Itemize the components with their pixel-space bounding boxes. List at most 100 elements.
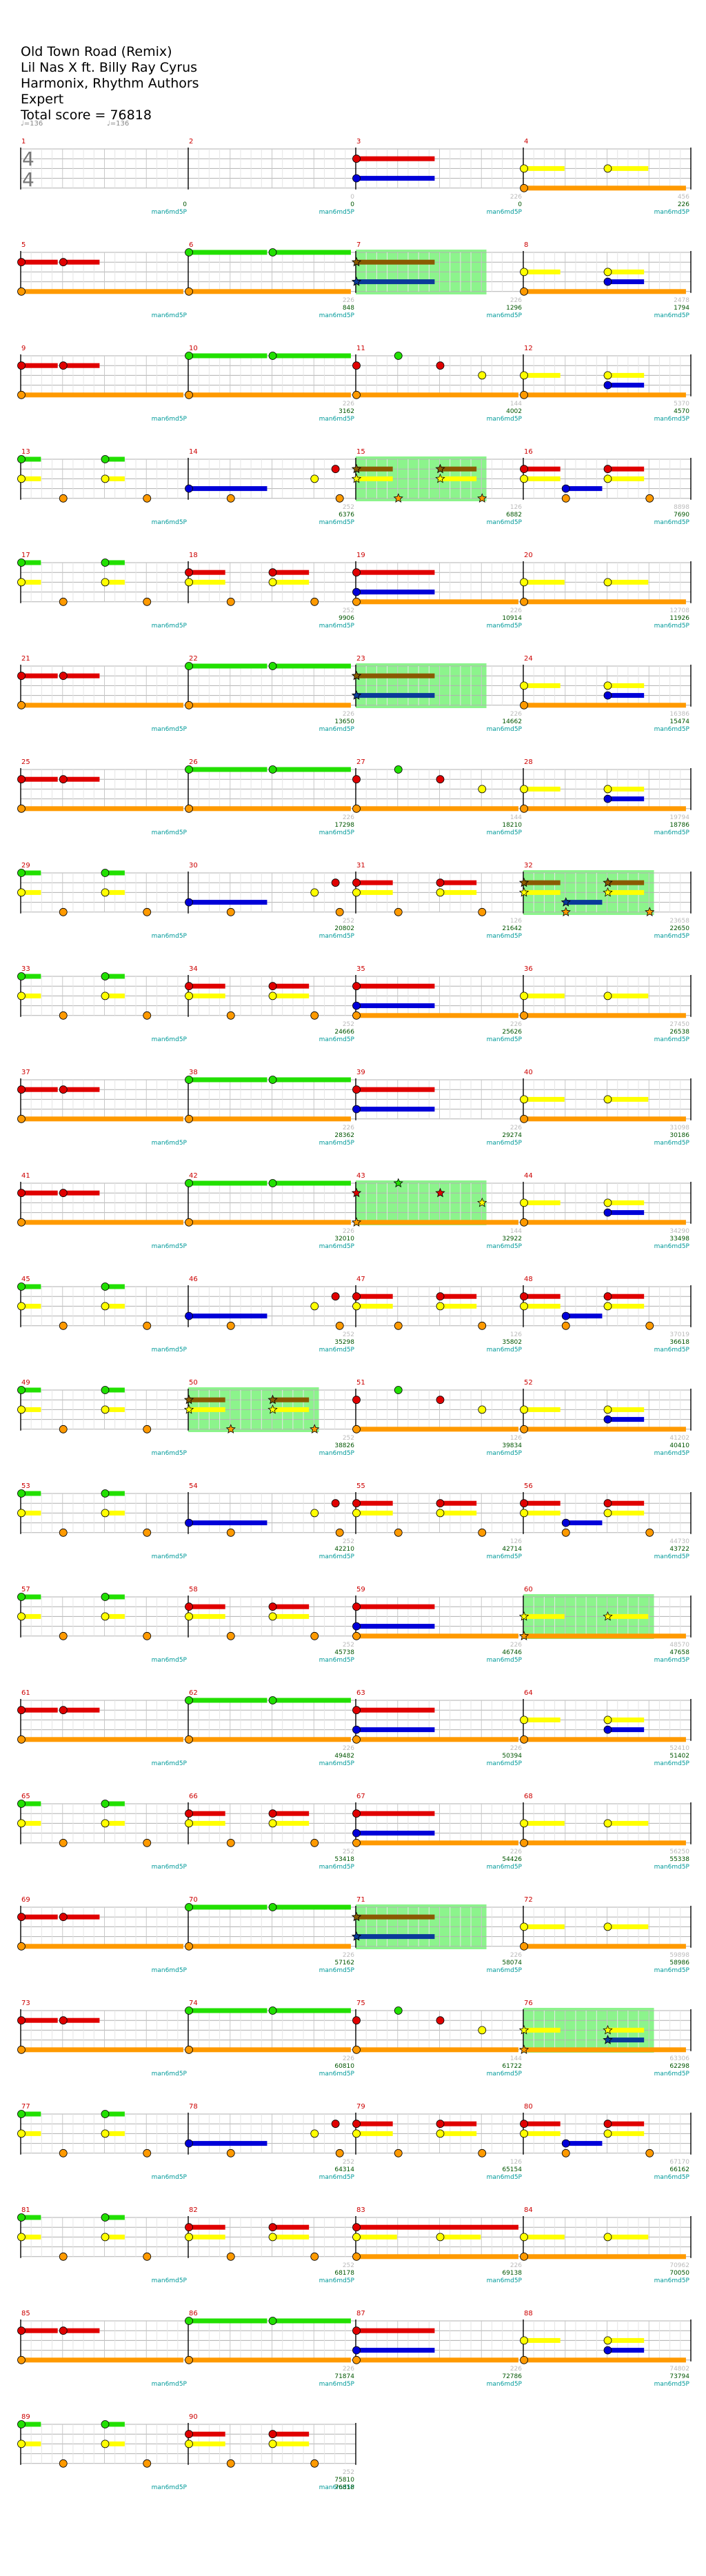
sustain-tail <box>189 1116 351 1122</box>
note-gem <box>101 1302 110 1311</box>
note-gem <box>478 2026 487 2035</box>
sustain-tail <box>356 673 435 678</box>
sustain-tail <box>105 476 125 481</box>
note-gem <box>268 2439 277 2448</box>
measure-number: 78 <box>189 2103 198 2111</box>
note-gem <box>59 1085 68 1094</box>
phrase-tag: man6md5P <box>487 312 523 319</box>
meter-value: 0 <box>350 194 354 201</box>
sustain-tail <box>21 2357 183 2363</box>
note-gem <box>185 1809 193 1818</box>
note-gem <box>59 1425 68 1433</box>
phrase-tag: man6md5P <box>487 1450 523 1457</box>
cumulative-score: 47658 <box>669 1649 689 1656</box>
measure-number: 82 <box>189 2206 198 2214</box>
note-gem <box>185 992 193 1000</box>
note-gem <box>352 390 361 399</box>
sustain-tail <box>524 165 565 171</box>
note-gem <box>394 352 403 360</box>
sustain-tail <box>21 2131 41 2136</box>
note-gem <box>520 1735 528 1744</box>
phrase-tag: man6md5P <box>487 2277 523 2284</box>
measure-number: 64 <box>524 1689 533 1697</box>
note-gem <box>185 1819 193 1828</box>
note-gem <box>143 2149 152 2157</box>
sustain-tail <box>272 2318 351 2324</box>
note-gem <box>268 1076 277 1084</box>
sustain-tail <box>272 250 351 255</box>
phrase-tag: man6md5P <box>487 1760 523 1767</box>
phrase-tag: man6md5P <box>152 2484 188 2491</box>
sustain-tail <box>356 983 435 989</box>
sustain-tail <box>189 250 268 255</box>
note-gem <box>561 484 570 493</box>
meter-value: 226 <box>510 297 522 304</box>
phrase-tag: man6md5P <box>487 416 523 423</box>
sustain-tail <box>189 767 268 772</box>
measure-number: 32 <box>524 862 533 869</box>
note-gem <box>17 2045 26 2054</box>
sustain-tail <box>21 1510 41 1516</box>
note-gem <box>352 2252 361 2261</box>
difficulty-label: Expert <box>21 92 64 107</box>
sustain-tail <box>189 806 351 812</box>
measure-number: 11 <box>356 345 365 352</box>
note-gem <box>520 287 528 296</box>
sustain-tail <box>21 1594 41 1600</box>
note-gem <box>520 785 528 794</box>
note-gem <box>561 1528 570 1537</box>
star-note <box>351 690 362 700</box>
note-gem <box>101 1386 110 1394</box>
note-gem <box>603 1499 612 1508</box>
note-gem <box>520 2252 528 2261</box>
cumulative-score: 73794 <box>669 2373 689 2380</box>
sustain-tail <box>440 2131 477 2136</box>
star-note <box>518 2024 530 2035</box>
note-gem <box>520 1942 528 1951</box>
note-gem <box>352 1725 361 1734</box>
note-gem <box>185 1518 193 1527</box>
sustain-tail <box>356 156 435 161</box>
note-gem <box>226 1011 235 1020</box>
cumulative-score: 49482 <box>334 1753 354 1760</box>
note-gem <box>310 1302 319 1311</box>
star-note <box>351 1931 362 1941</box>
note-gem <box>478 1321 487 1330</box>
sustain-tail <box>105 993 125 998</box>
note-gem <box>101 1593 110 1601</box>
phrase-tag: man6md5P <box>152 726 188 733</box>
sustain-tail <box>105 1801 125 1807</box>
star-note <box>561 897 571 907</box>
meter-value: 70962 <box>669 2262 689 2269</box>
sustain-tail <box>356 1510 393 1516</box>
cumulative-score: 0 <box>518 201 522 208</box>
sustain-tail <box>524 2254 686 2260</box>
note-gem <box>352 1302 361 1311</box>
note-gem <box>352 2326 361 2335</box>
note-gem <box>352 2355 361 2364</box>
note-gem <box>603 1715 612 1724</box>
cumulative-score: 68178 <box>334 2270 354 2277</box>
measure-number: 51 <box>356 1379 365 1387</box>
sustain-tail <box>440 1303 477 1309</box>
phrase-tag: man6md5P <box>319 1657 355 1664</box>
measure-number: 42 <box>189 1172 198 1180</box>
sustain-tail <box>189 1820 225 1826</box>
sustain-tail <box>524 1737 686 1742</box>
sustain-tail <box>63 259 100 265</box>
note-gem <box>352 2223 361 2232</box>
measure-number: 24 <box>524 655 533 663</box>
star-note <box>351 463 362 474</box>
sustain-tail <box>524 880 561 885</box>
